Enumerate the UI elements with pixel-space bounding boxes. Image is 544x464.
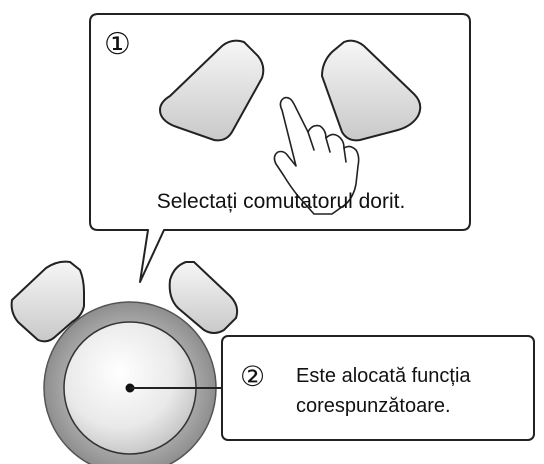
right-lower-key xyxy=(168,261,239,334)
step2-line1: Este alocată funcția xyxy=(296,365,471,387)
upper-left-key xyxy=(158,39,265,142)
step2-line2: corespunzătoare. xyxy=(296,395,451,417)
upper-right-key xyxy=(320,39,422,142)
step1-caption: Selectați comutatorul dorit. xyxy=(157,190,406,213)
left-lower-key xyxy=(10,260,85,343)
pointing-hand-icon xyxy=(273,96,360,215)
callout-step2 xyxy=(221,335,535,441)
step1-number: ① xyxy=(104,28,131,61)
step2-number: ② xyxy=(240,361,265,392)
callout-step1 xyxy=(89,13,471,283)
